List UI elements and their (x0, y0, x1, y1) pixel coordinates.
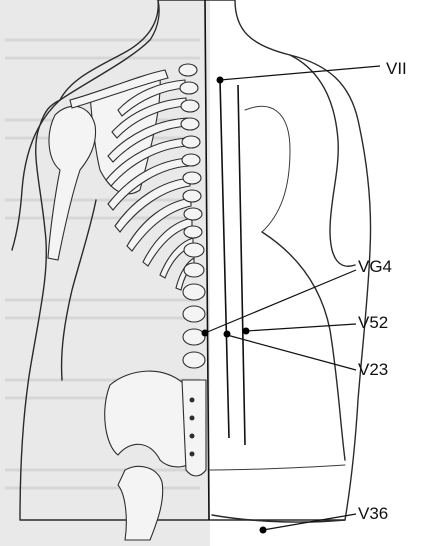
label-vg4: VG4 (358, 257, 392, 276)
point-vg4 (202, 330, 209, 337)
outer-bladder-meridian (238, 85, 245, 445)
point-v52 (243, 328, 250, 335)
point-v36 (260, 527, 267, 534)
inner-bladder-meridian (220, 80, 229, 438)
label-v52: V52 (358, 313, 388, 332)
point-labels: VII VG4 V52 V23 V36 (358, 59, 407, 523)
acupoints (202, 77, 267, 534)
label-v36: V36 (358, 504, 388, 523)
label-vii: VII (386, 59, 407, 78)
sacrum (182, 380, 206, 476)
leader-lines (205, 66, 380, 530)
point-vii (217, 77, 224, 84)
label-v23: V23 (358, 360, 388, 379)
point-v23 (224, 331, 231, 338)
